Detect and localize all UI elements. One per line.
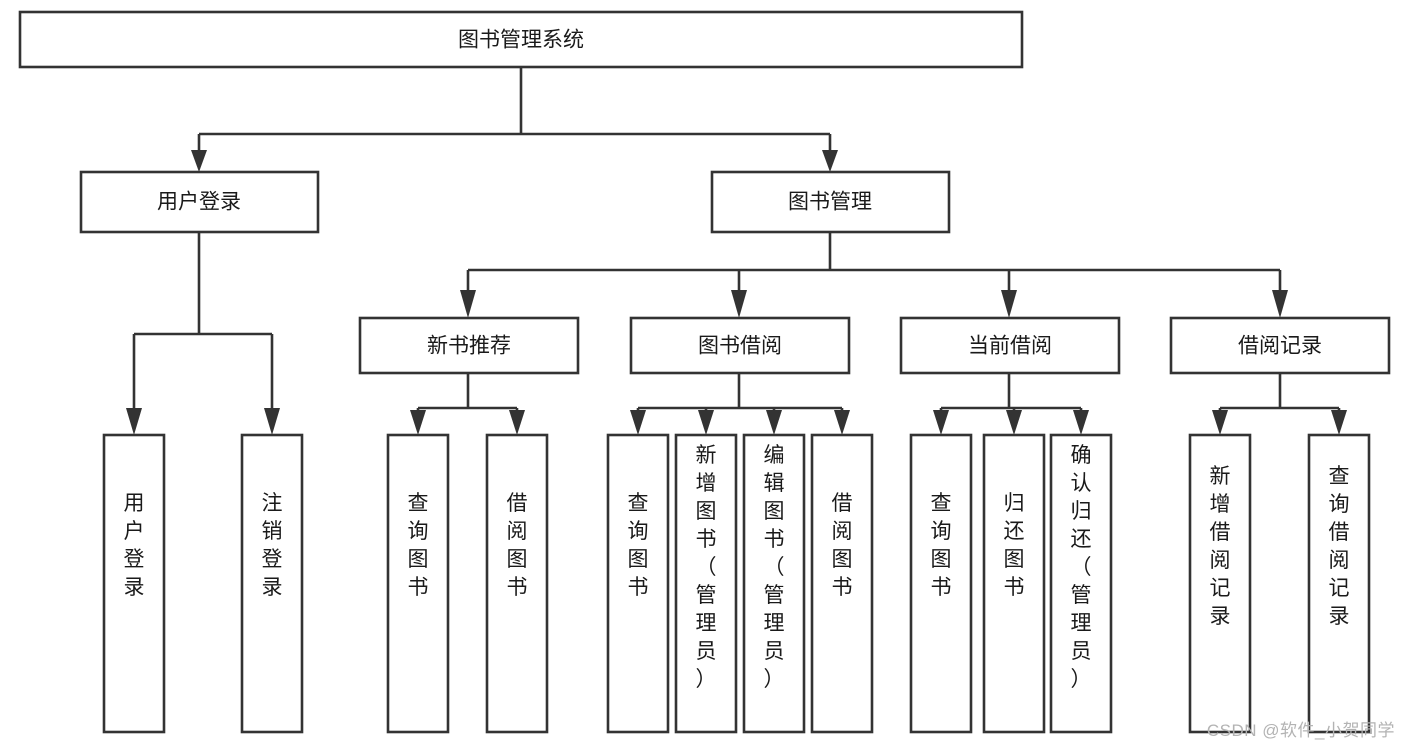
node-login[interactable]: 用户登录 [79,170,320,234]
node-leaf-13-label: 查询借阅记录 [1329,465,1350,628]
node-bookmgmt-label: 图书管理 [788,191,872,214]
node-leaf-9-label: 查询图书 [931,492,952,599]
node-leaf-4-box[interactable] [485,433,549,734]
node-current[interactable]: 当前借阅 [899,316,1121,375]
node-leaf-7[interactable]: 编辑图书（管理员） [742,433,806,734]
node-leaf-10[interactable]: 归还图书 [982,433,1046,734]
node-leaf-12[interactable]: 新增借阅记录 [1188,433,1252,734]
node-root[interactable]: 图书管理系统 [18,10,1024,69]
node-leaf-2[interactable]: 注销登录 [240,433,304,734]
node-login-box[interactable] [79,170,320,234]
node-borrow[interactable]: 图书借阅 [629,316,851,375]
node-leaf-9-box[interactable] [909,433,973,734]
node-leaf-10-box[interactable] [982,433,1046,734]
node-leaf-5[interactable]: 查询图书 [606,433,670,734]
node-leaf-6-box[interactable] [674,433,738,734]
node-login-label: 用户登录 [157,191,241,214]
node-leaf-3-box[interactable] [386,433,450,734]
node-leaf-6[interactable]: 新增图书（管理员） [674,433,738,734]
node-leaf-5-box[interactable] [606,433,670,734]
node-leaf-13-box[interactable] [1307,433,1371,734]
arrow-login-to-leaf2 [264,408,280,435]
node-leaf-1-box[interactable] [102,433,166,734]
node-record[interactable]: 借阅记录 [1169,316,1391,375]
node-leaf-2-label: 注销登录 [262,492,283,599]
arrow-newbook-to-leaf3 [410,410,426,435]
node-leaf-9[interactable]: 查询图书 [909,433,973,734]
node-leaf-1-label: 用户登录 [124,492,145,599]
node-record-box[interactable] [1169,316,1391,375]
node-leaf-7-label: 编辑图书（管理员） [764,444,785,691]
node-leaf-2-box[interactable] [240,433,304,734]
connector-layer [126,67,1347,435]
node-leaf-3-label: 查询图书 [408,492,429,599]
arrow-borrow-to-leaf5 [630,410,646,435]
arrow-root-to-bookmgmt [822,150,838,172]
node-newbook-label: 新书推荐 [427,335,511,358]
node-bookmgmt[interactable]: 图书管理 [710,170,951,234]
node-leaf-6-label: 新增图书（管理员） [696,444,717,691]
arrow-current-to-leaf9 [933,410,949,435]
node-leaf-8[interactable]: 借阅图书 [810,433,874,734]
node-current-label: 当前借阅 [968,335,1052,358]
node-leaf-1[interactable]: 用户登录 [102,433,166,734]
node-leaf-3[interactable]: 查询图书 [386,433,450,734]
arrow-borrow-to-leaf7 [766,410,782,435]
node-root-box[interactable] [18,10,1024,69]
node-leaf-8-label: 借阅图书 [832,492,853,599]
node-borrow-label: 图书借阅 [698,335,782,358]
node-leaf-5-label: 查询图书 [628,492,649,599]
node-current-box[interactable] [899,316,1121,375]
node-leaf-4-label: 借阅图书 [507,492,528,599]
node-borrow-box[interactable] [629,316,851,375]
arrow-bookmgmt-to-current [1001,290,1017,318]
node-record-label: 借阅记录 [1238,335,1322,358]
node-leaf-12-label: 新增借阅记录 [1210,465,1231,628]
arrow-bookmgmt-to-borrow [731,290,747,318]
node-layer: 图书管理系统 用户登录 图书管理 新书推荐 图书借阅 当前 [18,10,1391,734]
arrow-record-to-leaf12 [1212,410,1228,435]
arrow-borrow-to-leaf8 [834,410,850,435]
node-leaf-11[interactable]: 确认归还（管理员） [1049,433,1113,734]
arrow-bookmgmt-to-newbook [460,290,476,318]
arrow-record-to-leaf13 [1331,410,1347,435]
arrow-current-to-leaf11 [1073,410,1089,435]
arrow-login-to-leaf1 [126,408,142,435]
arrow-bookmgmt-to-record [1272,290,1288,318]
node-leaf-4[interactable]: 借阅图书 [485,433,549,734]
node-leaf-10-label: 归还图书 [1004,492,1025,599]
arrow-borrow-to-leaf6 [698,410,714,435]
node-leaf-11-label: 确认归还（管理员） [1071,444,1092,691]
arrow-current-to-leaf10 [1006,410,1022,435]
node-newbook[interactable]: 新书推荐 [358,316,580,375]
node-leaf-12-box[interactable] [1188,433,1252,734]
node-leaf-8-box[interactable] [810,433,874,734]
node-root-label: 图书管理系统 [458,29,584,52]
node-leaf-7-box[interactable] [742,433,806,734]
node-leaf-11-box[interactable] [1049,433,1113,734]
node-newbook-box[interactable] [358,316,580,375]
node-leaf-13[interactable]: 查询借阅记录 [1307,433,1371,734]
node-bookmgmt-box[interactable] [710,170,951,234]
arrow-root-to-login [191,150,207,172]
arrow-newbook-to-leaf4 [509,410,525,435]
